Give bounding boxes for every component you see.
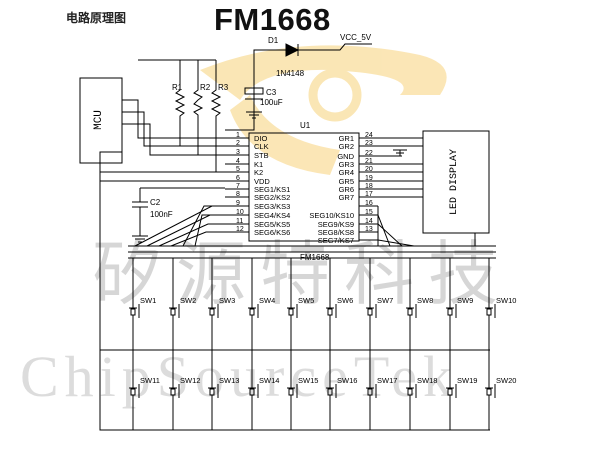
display-bus <box>359 137 423 198</box>
switch-label: SW18 <box>417 376 437 385</box>
pin-name: SEG7/KS7 <box>318 236 354 245</box>
pin-number: 2 <box>236 140 240 147</box>
r1-label: R1 <box>172 83 183 92</box>
resistor-network <box>138 59 222 172</box>
pin-name: GR1 <box>339 134 354 143</box>
pin-number: 23 <box>365 140 373 147</box>
pin-number: 7 <box>236 183 240 190</box>
switch-row-bottom: SW11 SW12 SW13 SW14 SW15 SW16 SW17 SW18 SW19 SW20 <box>129 350 516 430</box>
pin-number: 10 <box>236 209 244 216</box>
pin-number: 12 <box>236 226 244 233</box>
pin-number: 20 <box>365 166 373 173</box>
led-display-block: LED DISPLAY <box>422 130 490 234</box>
pin-name: SEG5/KS5 <box>254 220 290 229</box>
pin-name: VDD <box>254 177 270 186</box>
watermark-chinese: 矽源特科技 <box>92 233 512 315</box>
pin-name: GR4 <box>339 168 354 177</box>
pin-number: 4 <box>236 158 240 165</box>
pin-number: 22 <box>365 150 373 157</box>
pin-name: GR5 <box>339 177 354 186</box>
pin-number: 21 <box>365 158 373 165</box>
display-label: LED DISPLAY <box>449 149 460 215</box>
mcu-block: MCU <box>79 77 123 164</box>
key-scan-bus <box>99 181 496 431</box>
switch-label: SW13 <box>219 376 239 385</box>
pin-name: SEG1/KS1 <box>254 185 290 194</box>
pin-number: 17 <box>365 191 373 198</box>
watermark-english: ChipSourceTek <box>20 344 458 409</box>
c3-ref: C3 <box>266 88 277 97</box>
pin-number: 16 <box>365 200 373 207</box>
pin-number: 9 <box>236 200 240 207</box>
mcu-label: MCU <box>93 110 105 130</box>
pin-name: SEG3/KS3 <box>254 202 290 211</box>
switch-label: SW9 <box>457 296 473 305</box>
vcc-label: VCC_5V <box>340 33 372 42</box>
switch-label: SW8 <box>417 296 433 305</box>
pin-name: GR2 <box>339 142 354 151</box>
mcu-bus-wires <box>99 99 225 182</box>
pin-name: SEG6/KS6 <box>254 228 290 237</box>
pin-name: GR3 <box>339 160 354 169</box>
pin-number: 13 <box>365 226 373 233</box>
pin-number: 5 <box>236 166 240 173</box>
switch-row-top: SW1 SW2 SW3 SW4 SW5 SW6 SW7 SW8 SW9 SW10 <box>129 258 516 350</box>
c2-value: 100nF <box>150 210 173 219</box>
switch-label: SW20 <box>496 376 516 385</box>
pin-name: GR6 <box>339 185 354 194</box>
switch-label: SW1 <box>140 296 156 305</box>
switch-label: SW19 <box>457 376 477 385</box>
capacitor-c2 <box>132 187 225 243</box>
ic-left-pins: 1 DIO 2 CLK 3 STB 4 K1 5 K2 6 VDD 7 SEG1/KS1 8 SEG2/KS2… <box>225 132 290 237</box>
c3-value: 100uF <box>260 98 283 107</box>
pin-name: K1 <box>254 160 263 169</box>
switch-label: SW4 <box>259 296 275 305</box>
pin-name: SEG8/KS8 <box>318 228 354 237</box>
switch-label: SW16 <box>337 376 357 385</box>
switch-label: SW14 <box>259 376 279 385</box>
pin-name: SEG9/KS9 <box>318 220 354 229</box>
ic-ref: U1 <box>300 121 311 130</box>
capacitor-c3 <box>225 60 264 131</box>
pin-name: STB <box>254 151 269 160</box>
switch-label: SW6 <box>337 296 353 305</box>
pin-number: 1 <box>236 132 240 139</box>
pin-name: DIO <box>254 134 268 143</box>
section-label: 电路原理图 <box>66 11 127 25</box>
c2-ref: C2 <box>150 198 161 207</box>
switch-label: SW7 <box>377 296 393 305</box>
switch-label: SW17 <box>377 376 397 385</box>
pin-number: 24 <box>365 132 373 139</box>
switch-label: SW5 <box>298 296 314 305</box>
pin-name: K2 <box>254 168 263 177</box>
switch-label: SW3 <box>219 296 235 305</box>
pin-number: 11 <box>236 218 243 225</box>
part-number-title: FM1668 <box>214 2 331 37</box>
d1-value: 1N4148 <box>276 69 305 78</box>
pin-number: 15 <box>365 209 373 216</box>
switch-label: SW11 <box>140 376 160 385</box>
diode-d1 <box>253 43 372 60</box>
pin-name: GR7 <box>339 193 354 202</box>
pin-name: SEG10/KS10 <box>309 211 354 220</box>
pin-name: GND <box>337 152 354 161</box>
pin-name: CLK <box>254 142 269 151</box>
pin-name: SEG2/KS2 <box>254 193 290 202</box>
pin-number: 8 <box>236 191 240 198</box>
switch-label: SW10 <box>496 296 516 305</box>
pin-number: 18 <box>365 183 373 190</box>
pin-number: 3 <box>236 149 240 156</box>
switch-label: SW12 <box>180 376 200 385</box>
switch-label: SW15 <box>298 376 318 385</box>
switch-label: SW2 <box>180 296 196 305</box>
pin-number: 14 <box>365 218 373 225</box>
d1-ref: D1 <box>268 36 279 45</box>
pin-number: 6 <box>236 175 240 182</box>
pin-number: 19 <box>365 175 373 182</box>
pin-name: SEG4/KS4 <box>254 211 290 220</box>
r3-label: R3 <box>218 83 229 92</box>
r2-label: R2 <box>200 83 211 92</box>
